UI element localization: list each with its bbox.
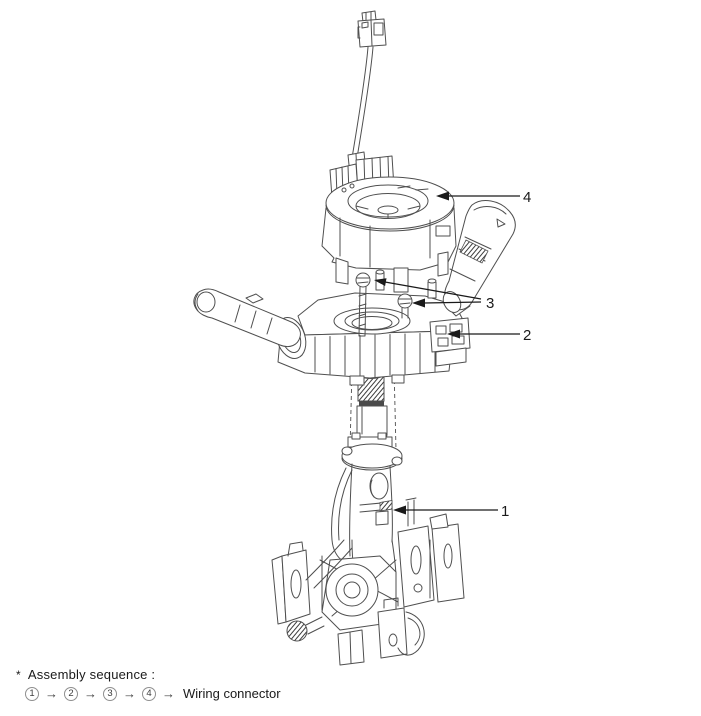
note-title: Assembly sequence : [27, 667, 156, 682]
callouts: 4 3 2 1 [374, 189, 531, 520]
callout-1-arrow-icon [393, 505, 406, 515]
sequence-arrow-icon: → [123, 686, 136, 701]
clock-spring-art [321, 155, 457, 293]
callout-3-leader-upper [384, 281, 482, 300]
screws-art [355, 272, 413, 337]
lower-bracket-art [271, 497, 465, 666]
sequence-step-3-badge: 3 [103, 686, 117, 701]
callout-4-label: 4 [523, 189, 531, 206]
sequence-arrow-icon: → [162, 686, 175, 701]
sequence-tail-text: Wiring connector [183, 686, 281, 701]
callout-2-arrow-icon [447, 329, 460, 339]
steering-column-art [331, 365, 403, 563]
sequence-arrow-icon: → [84, 686, 97, 701]
callout-3-leader-lower [423, 301, 482, 304]
note-asterisk: * [16, 668, 21, 682]
sequence-step-4-badge: 4 [142, 686, 156, 701]
assembly-sequence-row: 1 → 2 → 3 → 4 → Wiring connector [25, 686, 281, 701]
callout-4-arrow-icon [436, 191, 449, 201]
callout-3-arrow-upper-icon [374, 278, 387, 286]
sequence-step-1-badge: 1 [25, 686, 39, 701]
callout-2-label: 2 [523, 327, 531, 344]
turn-signal-stalk-art [193, 288, 307, 359]
assembly-note-title-row: * Assembly sequence : [16, 667, 281, 682]
sequence-step-2-badge: 2 [64, 686, 78, 701]
assembly-note: * Assembly sequence : 1 → 2 → 3 → 4 → Wir… [16, 667, 281, 701]
switch-assembly-art [277, 269, 471, 386]
sequence-arrow-icon: → [45, 686, 58, 701]
callout-3-label: 3 [486, 295, 494, 312]
callout-3-arrow-lower-icon [412, 298, 425, 308]
callout-1-label: 1 [501, 503, 509, 520]
